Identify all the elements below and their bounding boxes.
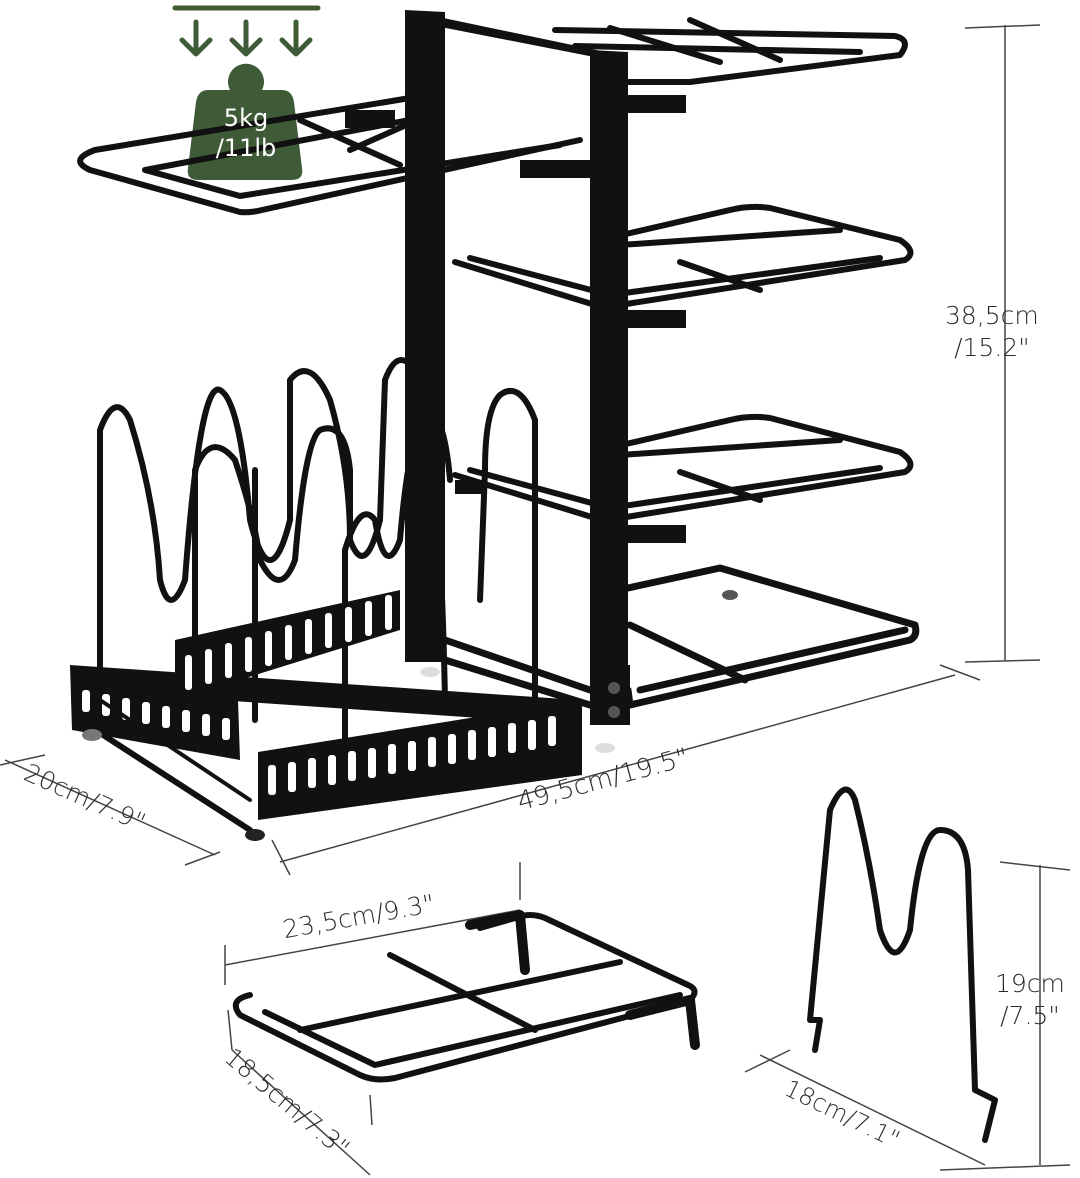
shelf-middle-right (452, 203, 914, 310)
height-imperial: /15.2" (954, 333, 1030, 362)
height-metric: 38,5cm (945, 301, 1039, 330)
shelf-width-dimension-line (224, 909, 521, 966)
weight-kg: 5kg (223, 104, 269, 132)
shelf-lower-right (452, 413, 914, 523)
divider-height-metric: 19cm (995, 969, 1065, 998)
divider-width-dimension-line (759, 1054, 986, 1166)
depth-dimension-line (4, 759, 216, 856)
weight-icon (187, 63, 303, 180)
shelf-depth-dimension-line (231, 1049, 371, 1176)
base-frame (441, 564, 920, 709)
front-slotted-panel (70, 590, 738, 841)
divider-height-imperial: /7.5" (1000, 1001, 1060, 1030)
lid-dividers (97, 357, 538, 763)
weight-lb: /11lb (215, 134, 277, 162)
shelf-top-right (552, 17, 908, 85)
divider-height-dimension-label: 19cm /7.5" (995, 968, 1065, 1032)
detached-shelf (232, 910, 700, 1083)
detached-divider (807, 786, 998, 1143)
weight-badge-label: 5kg /11lb (186, 103, 306, 163)
shelf-top-left (77, 95, 583, 216)
weight-load-badge (172, 5, 321, 180)
down-arrows-icon (179, 19, 313, 57)
height-dimension-label: 38,5cm /15.2" (945, 300, 1039, 364)
width-dimension-line (279, 674, 956, 863)
pan-organizer-rack (70, 10, 920, 841)
dimension-lines (0, 24, 1071, 1176)
